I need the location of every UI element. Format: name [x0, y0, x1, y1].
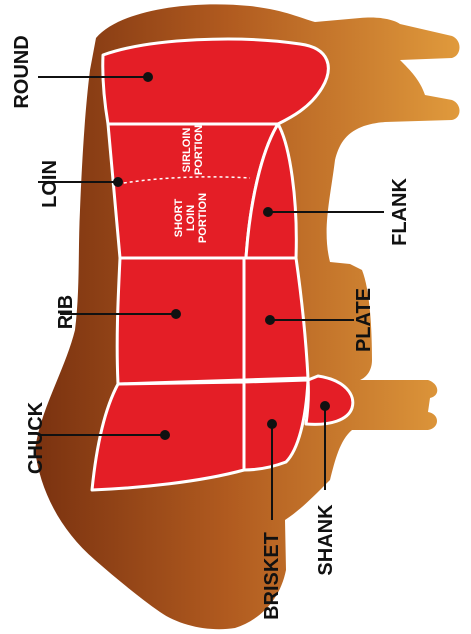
short-line-3: PORTION: [197, 193, 209, 243]
label-chuck: CHUCK: [25, 401, 47, 474]
short-line-1: SHORT: [173, 198, 185, 237]
region-round: [103, 39, 329, 124]
label-rib: RIB: [55, 295, 77, 329]
label-plate: PLATE: [353, 288, 375, 352]
sirloin-portion-label: SIRLOIN PORTION: [181, 125, 205, 175]
label-loin: LOIN: [39, 160, 61, 208]
sirloin-line-1: SIRLOIN: [181, 128, 193, 173]
label-brisket: BRISKET: [261, 532, 283, 620]
label-round: ROUND: [11, 35, 33, 108]
label-flank: FLANK: [389, 178, 411, 246]
region-rib: [117, 258, 244, 384]
short-line-2: LOIN: [185, 205, 197, 231]
label-shank: SHANK: [315, 504, 337, 576]
sirloin-line-2: PORTION: [193, 125, 205, 175]
